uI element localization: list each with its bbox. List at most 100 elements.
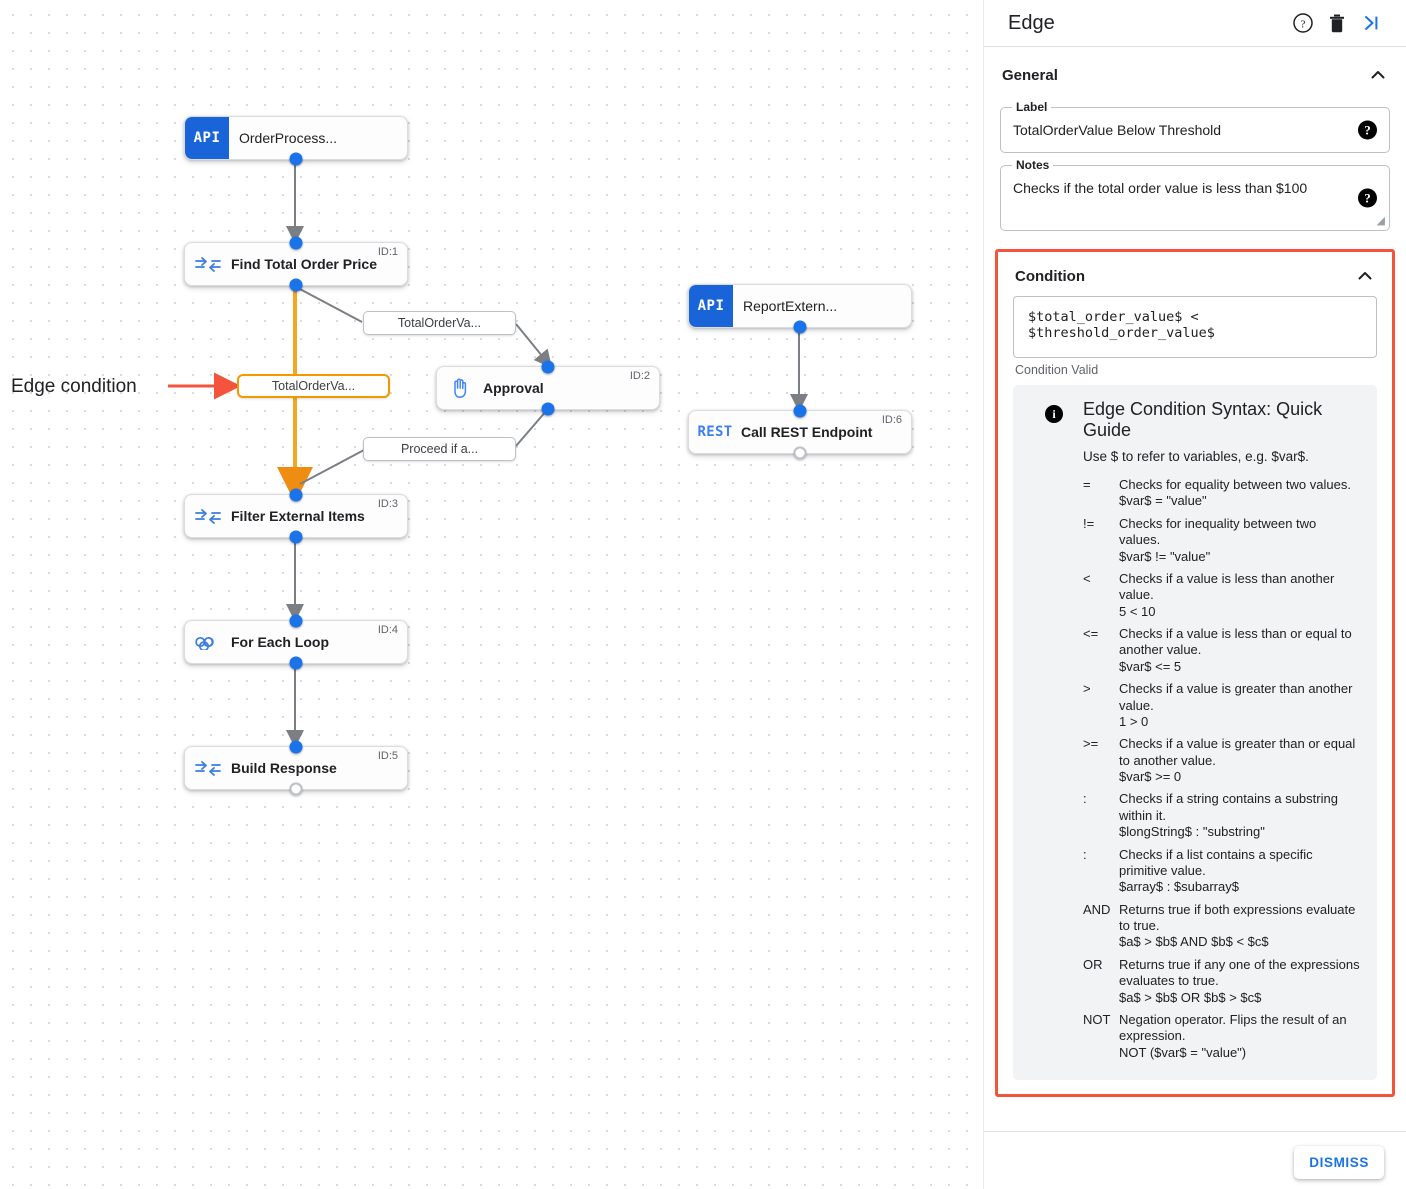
notes-field-label: Notes (1012, 158, 1054, 172)
operator-description: Checks for inequality between two values… (1119, 516, 1361, 565)
api-badge-icon: API (185, 117, 229, 159)
chevron-up-icon[interactable] (1355, 266, 1375, 286)
node-input-port[interactable] (289, 488, 303, 502)
operator-description: Checks if a value is less than another v… (1119, 571, 1361, 620)
operator-symbol: AND (1083, 901, 1111, 917)
info-icon: i (1045, 405, 1063, 423)
node-output-port[interactable] (289, 530, 303, 544)
resize-handle[interactable]: ◢ (1376, 215, 1385, 227)
general-section: General Label TotalOrderValue Below Thre… (984, 47, 1406, 237)
node-title: ReportExtern... (743, 298, 838, 314)
node-output-port[interactable] (289, 278, 303, 292)
node-output-port[interactable] (793, 320, 807, 334)
transform-icon (185, 256, 231, 272)
node-title: Build Response (231, 760, 337, 776)
flow-canvas[interactable]: Edge condition API OrderProcess... Find … (0, 0, 984, 1189)
node-call-rest-endpoint[interactable]: REST Call REST Endpoint ID:6 (688, 404, 912, 460)
operator-row: :Checks if a string contains a substring… (1029, 788, 1361, 843)
operator-symbol: : (1083, 791, 1087, 807)
general-section-header[interactable]: General (1000, 61, 1390, 95)
operator-row: <=Checks if a value is less than or equa… (1029, 623, 1361, 678)
syntax-guide-subtitle: Use $ to refer to variables, e.g. $var$. (1083, 449, 1309, 464)
operator-symbol: > (1083, 681, 1091, 697)
node-input-port[interactable] (289, 236, 303, 250)
operator-example: $var$ = "value" (1119, 493, 1207, 509)
edge-label[interactable]: Proceed if a... (363, 437, 516, 461)
operator-description: Checks if a value is greater than or equ… (1119, 736, 1361, 785)
operator-row: <Checks if a value is less than another … (1029, 568, 1361, 623)
node-for-each-loop[interactable]: For Each Loop ID:4 (184, 614, 408, 670)
operator-example: $a$ > $b$ AND $b$ < $c$ (1119, 934, 1269, 950)
node-build-response[interactable]: Build Response ID:5 (184, 740, 408, 796)
page-title: Edge (1008, 11, 1055, 34)
operator-example: $array$ : $subarray$ (1119, 879, 1239, 895)
operator-description: Returns true if both expressions evaluat… (1119, 902, 1361, 951)
delete-icon[interactable] (1320, 6, 1354, 40)
node-order-process[interactable]: API OrderProcess... (184, 116, 408, 166)
node-input-port[interactable] (289, 740, 303, 754)
panel-body: General Label TotalOrderValue Below Thre… (984, 47, 1406, 1189)
node-output-port[interactable] (289, 152, 303, 166)
node-output-port[interactable] (541, 402, 555, 416)
node-output-port[interactable] (793, 446, 807, 460)
help-icon[interactable]: ? (1358, 120, 1377, 140)
dismiss-button[interactable]: DISMISS (1294, 1146, 1384, 1179)
operator-example: $a$ > $b$ OR $b$ > $c$ (1119, 989, 1262, 1005)
node-id: ID:1 (377, 246, 398, 258)
node-title: Call REST Endpoint (741, 424, 873, 440)
operator-example: $var$ <= 5 (1119, 658, 1182, 674)
node-find-total-order-price[interactable]: Find Total Order Price ID:1 (184, 236, 408, 292)
transform-icon (185, 508, 231, 524)
operator-row: !=Checks for inequality between two valu… (1029, 513, 1361, 568)
operator-description: Checks if a value is greater than anothe… (1119, 681, 1361, 730)
node-title: Approval (483, 380, 544, 396)
operator-description: Checks for equality between two values.$… (1119, 477, 1361, 510)
node-input-port[interactable] (793, 404, 807, 418)
rest-label-icon: REST (697, 424, 733, 440)
syntax-guide: i Edge Condition Syntax: Quick Guide Use… (1013, 385, 1377, 1080)
node-title: Filter External Items (231, 508, 365, 524)
edge-label[interactable]: TotalOrderVa... (363, 311, 516, 335)
notes-field-value[interactable]: Checks if the total order value is less … (1013, 180, 1308, 196)
operator-row: :Checks if a list contains a specific pr… (1029, 844, 1361, 899)
node-id: ID:2 (629, 370, 650, 382)
syntax-guide-title: Edge Condition Syntax: Quick Guide (1083, 399, 1323, 440)
node-report-external[interactable]: API ReportExtern... (688, 284, 912, 334)
help-icon[interactable]: ? (1286, 6, 1320, 40)
transform-icon (185, 760, 231, 776)
node-output-port[interactable] (289, 656, 303, 670)
condition-section-header[interactable]: Condition (1013, 262, 1377, 296)
operator-list: =Checks for equality between two values.… (1029, 474, 1361, 1064)
operator-example: $longString$ : "substring" (1119, 824, 1265, 840)
syntax-guide-header: i Edge Condition Syntax: Quick Guide (1029, 399, 1361, 441)
edge-connections-layer (168, 158, 808, 748)
operator-example: $var$ >= 0 (1119, 769, 1182, 784)
edge-label-selected[interactable]: TotalOrderVa... (237, 374, 390, 398)
notes-field[interactable]: Notes Checks if the total order value is… (1000, 158, 1390, 231)
panel-header: Edge ? (984, 0, 1406, 47)
hand-icon (437, 377, 483, 399)
collapse-panel-icon[interactable] (1354, 6, 1388, 40)
operator-symbol: >= (1083, 736, 1099, 752)
node-title: Find Total Order Price (231, 256, 377, 272)
operator-symbol: OR (1083, 956, 1103, 972)
operator-row: > Checks if a value is greater than anoth… (1029, 678, 1361, 733)
general-section-title: General (1002, 66, 1058, 84)
condition-expression-input[interactable]: $total_order_value$ < $threshold_order_v… (1013, 296, 1377, 358)
node-id: ID:3 (377, 498, 398, 510)
operator-row: AND Returns true if both expressions eval… (1029, 899, 1361, 954)
node-output-port[interactable] (289, 782, 303, 796)
help-icon[interactable]: ? (1358, 188, 1377, 208)
label-field-value[interactable]: TotalOrderValue Below Threshold (1013, 122, 1222, 138)
operator-description: Returns true if any one of the expressio… (1119, 956, 1360, 1005)
node-id: ID:4 (377, 624, 398, 636)
node-approval[interactable]: Approval ID:2 (436, 360, 660, 416)
node-input-port[interactable] (289, 614, 303, 628)
node-input-port[interactable] (541, 360, 555, 374)
condition-status: Condition Valid (1015, 363, 1099, 377)
node-filter-external-items[interactable]: Filter External Items ID:3 (184, 488, 408, 544)
panel-footer: DISMISS (984, 1131, 1406, 1189)
label-field[interactable]: Label TotalOrderValue Below Threshold ? (1000, 100, 1390, 153)
chevron-up-icon[interactable] (1368, 65, 1388, 85)
